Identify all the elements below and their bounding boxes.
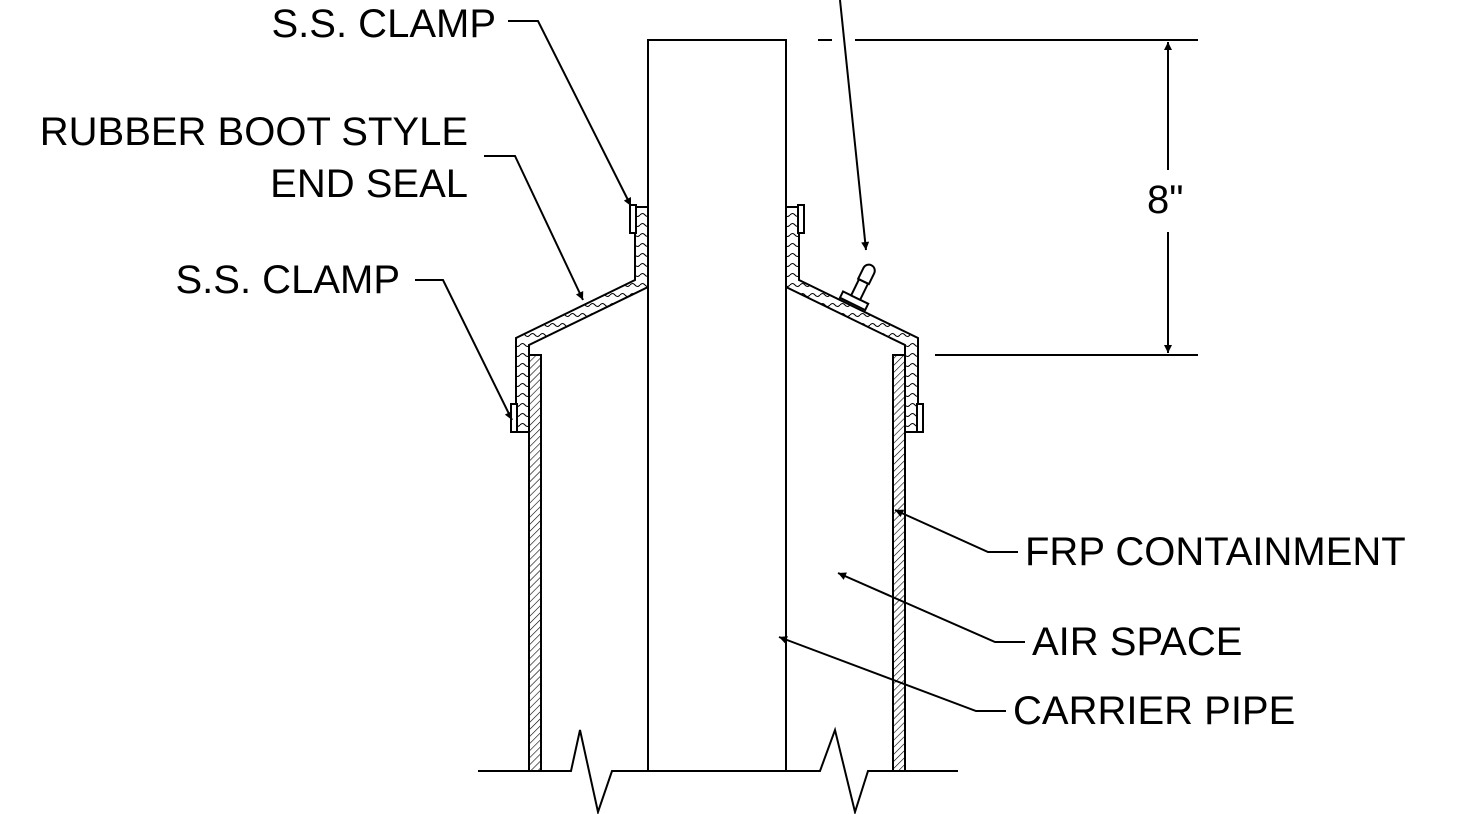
label-ss-clamp-lower: S.S. CLAMP — [175, 258, 400, 302]
label-dimension: 8" — [1147, 178, 1184, 222]
leader-end-seal — [484, 155, 584, 301]
rubber-boot-left — [515, 206, 649, 433]
leader-clamp-lower — [415, 279, 513, 421]
break-line-right — [786, 726, 958, 814]
ss-clamp-top-right — [797, 204, 805, 234]
ss-clamp-lower-right — [916, 403, 924, 433]
leader-clamp-top — [508, 20, 632, 207]
carrier-pipe — [647, 39, 787, 772]
label-air-space: AIR SPACE — [1032, 620, 1243, 664]
break-line-left — [478, 729, 648, 814]
label-end-seal-line2: END SEAL — [270, 162, 468, 206]
label-frp-containment: FRP CONTAINMENT — [1025, 530, 1406, 574]
vent-valve — [838, 263, 876, 312]
ss-clamp-top-left — [629, 204, 637, 234]
leader-air-space — [837, 572, 1025, 643]
leader-vent — [839, 0, 870, 251]
label-end-seal-line1: RUBBER BOOT STYLE — [39, 110, 468, 154]
leader-frp — [894, 509, 1018, 553]
label-ss-clamp-top: S.S. CLAMP — [271, 2, 496, 46]
label-carrier-pipe: CARRIER PIPE — [1013, 689, 1296, 733]
frp-containment-left-wall — [528, 354, 542, 772]
leader-carrier-pipe — [778, 636, 1006, 712]
frp-containment-right-wall — [892, 354, 906, 772]
